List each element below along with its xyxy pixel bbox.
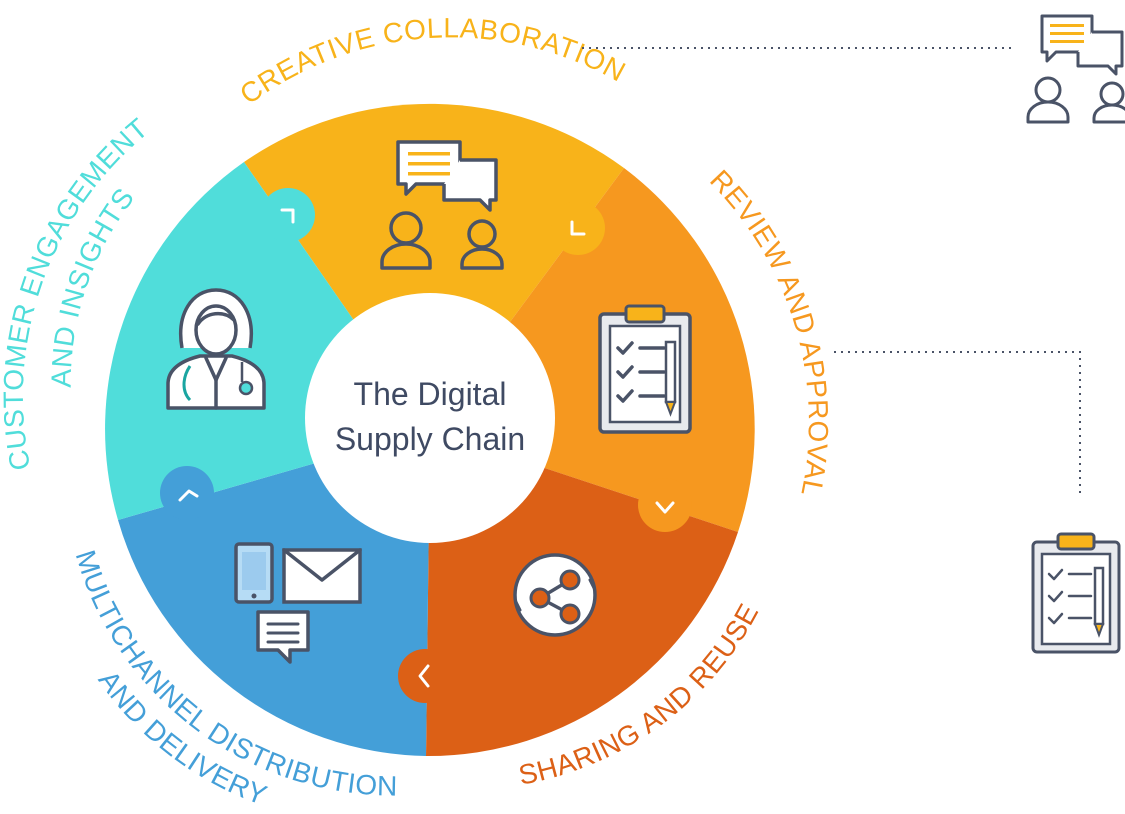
- side-clipboard-checklist-icon: [1031, 532, 1121, 654]
- share-network-icon: [513, 553, 597, 637]
- label-creative-collaboration: CREATIVE COLLABORATION: [234, 12, 631, 110]
- connector-creative: [261, 188, 315, 242]
- side-chat-people-icon: [1026, 14, 1125, 124]
- devices-mail-chat-icon: [234, 542, 362, 664]
- chat-people-icon: [380, 140, 504, 270]
- center-hub: The Digital Supply Chain: [305, 293, 555, 543]
- segment-creative-collaboration: [244, 103, 624, 430]
- center-title-line1: The Digital: [354, 376, 507, 412]
- connector-customer: [160, 466, 214, 520]
- clipboard-checklist-icon: [598, 304, 692, 434]
- connector-sharing: [638, 478, 692, 532]
- center-title-line2: Supply Chain: [335, 421, 525, 457]
- leader-line-review: [834, 351, 1081, 498]
- connector-review: [551, 201, 605, 255]
- doctor-icon: [166, 288, 266, 410]
- connector-multichannel: [398, 649, 452, 703]
